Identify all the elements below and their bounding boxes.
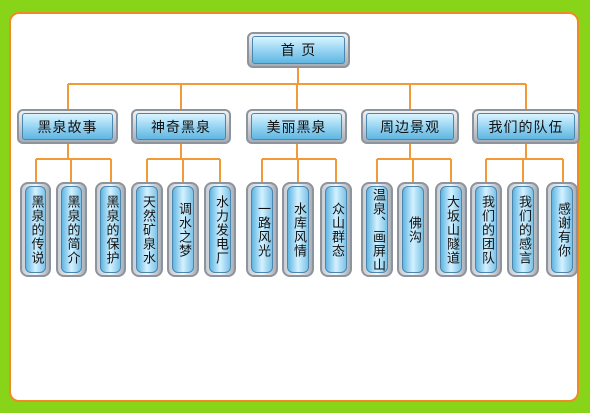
section-node-1[interactable]: 黑泉故事 <box>17 109 118 144</box>
leaf-node[interactable]: 温泉、画屏山 <box>361 182 393 277</box>
leaf-node[interactable]: 水力发电厂 <box>204 182 236 277</box>
leaf-label: 天然矿泉水 <box>140 194 155 265</box>
section-label: 黑泉故事 <box>37 119 98 136</box>
leaf-label: 温泉、画屏山 <box>370 187 385 272</box>
section-node-5[interactable]: 我们的队伍 <box>472 109 580 144</box>
leaf-label: 我们的感言 <box>516 194 531 265</box>
leaf-node[interactable]: 水库风情 <box>282 182 314 277</box>
leaf-node[interactable]: 大坂山隧道 <box>435 182 467 277</box>
leaf-label: 感谢有你 <box>555 201 570 258</box>
leaf-node[interactable]: 佛沟 <box>397 182 429 277</box>
leaf-label: 我们的团队 <box>479 194 494 265</box>
leaf-node[interactable]: 调水之梦 <box>167 182 199 277</box>
section-label: 神奇黑泉 <box>151 119 211 136</box>
leaf-label: 黑泉的保护 <box>103 194 119 265</box>
root-node-home[interactable]: 首 页 <box>247 32 350 68</box>
leaf-node[interactable]: 天然矿泉水 <box>131 182 163 277</box>
section-label: 美丽黑泉 <box>266 119 327 136</box>
root-node-label: 首 页 <box>280 43 317 59</box>
section-node-2[interactable]: 神奇黑泉 <box>131 109 231 144</box>
leaf-label: 一路风光 <box>255 201 270 258</box>
leaf-label: 众山群态 <box>329 201 344 258</box>
leaf-node[interactable]: 众山群态 <box>320 182 352 277</box>
leaf-label: 大坂山隧道 <box>444 194 459 265</box>
leaf-node[interactable]: 一路风光 <box>246 182 278 277</box>
section-label: 周边景观 <box>380 119 440 136</box>
leaf-label: 水库风情 <box>291 201 306 258</box>
section-label: 我们的队伍 <box>488 119 564 136</box>
leaf-label: 水力发电厂 <box>213 194 228 265</box>
leaf-label: 佛沟 <box>406 215 421 244</box>
leaf-node[interactable]: 黑泉的简介 <box>56 182 87 277</box>
leaf-node[interactable]: 黑泉的传说 <box>20 182 51 277</box>
leaf-node[interactable]: 黑泉的保护 <box>95 182 126 277</box>
section-node-4[interactable]: 周边景观 <box>361 109 459 144</box>
leaf-node[interactable]: 我们的感言 <box>507 182 539 277</box>
leaf-node[interactable]: 感谢有你 <box>546 182 578 277</box>
leaf-label: 调水之梦 <box>176 201 191 258</box>
section-node-3[interactable]: 美丽黑泉 <box>246 109 347 144</box>
leaf-label: 黑泉的简介 <box>64 194 80 265</box>
leaf-label: 黑泉的传说 <box>28 194 44 265</box>
leaf-node[interactable]: 我们的团队 <box>470 182 502 277</box>
